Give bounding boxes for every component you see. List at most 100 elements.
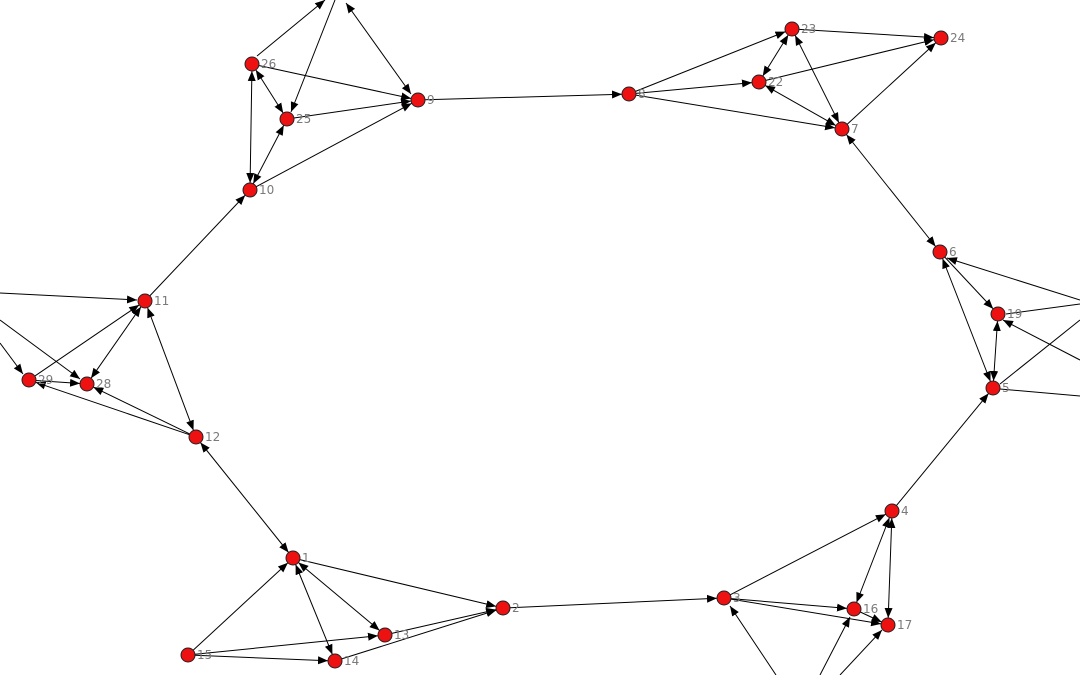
edge-offscreen [1005, 303, 1080, 315]
edge-offscreen [345, 2, 412, 95]
node-15[interactable]: 15 [180, 647, 212, 663]
node-circle[interactable] [285, 550, 301, 566]
edge-6-19 [944, 256, 994, 310]
node-circle[interactable] [880, 617, 896, 633]
node-5[interactable]: 5 [985, 380, 1010, 396]
node-9[interactable]: 9 [410, 92, 435, 108]
node-circle[interactable] [932, 244, 948, 260]
edge-13-2 [391, 607, 497, 634]
edge-3-17 [730, 598, 882, 627]
edge-16-17 [860, 611, 882, 623]
node-circle[interactable] [180, 647, 196, 663]
node-label: 1 [302, 551, 310, 565]
node-label: 26 [261, 57, 276, 71]
edge-offscreen [729, 605, 777, 675]
edge-7-24 [846, 42, 937, 125]
node-circle[interactable] [410, 92, 426, 108]
node-circle[interactable] [784, 21, 800, 37]
edge-22-23 [762, 34, 789, 77]
node-circle[interactable] [990, 306, 1006, 322]
node-label: 14 [344, 654, 359, 668]
edge-3-16 [730, 598, 848, 612]
node-16[interactable]: 16 [846, 601, 878, 617]
node-circle[interactable] [716, 590, 732, 606]
node-25[interactable]: 25 [279, 111, 311, 127]
node-circle[interactable] [244, 56, 260, 72]
node-circle[interactable] [834, 121, 850, 137]
node-circle[interactable] [137, 293, 153, 309]
edge-11-12 [147, 307, 194, 431]
node-label: 22 [768, 75, 783, 89]
edge-28-11 [90, 306, 142, 379]
node-label: 2 [512, 601, 520, 615]
node-label: 11 [154, 294, 169, 308]
node-label: 4 [901, 504, 909, 518]
node-circle[interactable] [327, 653, 343, 669]
edge-6-7 [846, 134, 936, 247]
node-10[interactable]: 10 [242, 182, 274, 198]
nodes-layer: 1234567891011121314151617192223242526282… [21, 21, 1022, 669]
node-label: 6 [949, 245, 957, 259]
edge-offscreen [946, 257, 1080, 301]
node-circle[interactable] [279, 111, 295, 127]
node-label: 10 [259, 183, 274, 197]
node-circle[interactable] [79, 376, 95, 392]
edge-7-22 [764, 84, 837, 127]
node-29[interactable]: 29 [21, 372, 53, 388]
node-6[interactable]: 6 [932, 244, 957, 260]
edge-12-29 [35, 381, 190, 436]
edge-25-9 [293, 98, 412, 119]
edge-26-25 [255, 69, 284, 114]
edge-8-7 [635, 94, 836, 131]
node-24[interactable]: 24 [933, 30, 965, 46]
node-label: 28 [96, 377, 111, 391]
node-7[interactable]: 7 [834, 121, 859, 137]
node-2[interactable]: 2 [495, 600, 520, 616]
node-circle[interactable] [188, 429, 204, 445]
node-11[interactable]: 11 [137, 293, 169, 309]
node-label: 23 [801, 22, 816, 36]
node-label: 19 [1007, 307, 1022, 321]
node-14[interactable]: 14 [327, 653, 359, 669]
edge-26-10 [246, 70, 256, 184]
node-label: 7 [851, 122, 859, 136]
node-circle[interactable] [985, 380, 1001, 396]
edge-16-4 [856, 517, 890, 603]
node-8[interactable]: 8 [621, 86, 646, 102]
node-28[interactable]: 28 [79, 376, 111, 392]
node-12[interactable]: 12 [188, 429, 220, 445]
node-4[interactable]: 4 [884, 503, 909, 519]
node-22[interactable]: 22 [751, 74, 783, 90]
node-3[interactable]: 3 [716, 590, 741, 606]
node-circle[interactable] [621, 86, 637, 102]
edge-15-1 [192, 562, 289, 651]
node-label: 29 [38, 373, 53, 387]
edge-3-4 [729, 513, 887, 596]
node-circle[interactable] [377, 627, 393, 643]
node-circle[interactable] [242, 182, 258, 198]
edge-1-2 [299, 559, 497, 608]
node-label: 17 [897, 618, 912, 632]
edge-offscreen [0, 292, 138, 304]
edge-15-13 [194, 632, 379, 655]
edge-1-12 [200, 442, 289, 553]
node-label: 3 [733, 591, 741, 605]
node-circle[interactable] [846, 601, 862, 617]
edge-offscreen [0, 342, 24, 375]
node-circle[interactable] [21, 372, 37, 388]
node-circle[interactable] [495, 600, 511, 616]
edge-26-9 [258, 65, 412, 101]
node-circle[interactable] [884, 503, 900, 519]
edge-offscreen [999, 388, 1080, 397]
node-19[interactable]: 19 [990, 306, 1022, 322]
node-label: 16 [863, 602, 878, 616]
node-13[interactable]: 13 [377, 627, 409, 643]
edge-29-11 [34, 304, 140, 377]
node-26[interactable]: 26 [244, 56, 276, 72]
edge-9-8 [424, 90, 623, 101]
node-23[interactable]: 23 [784, 21, 816, 37]
node-circle[interactable] [933, 30, 949, 46]
node-circle[interactable] [751, 74, 767, 90]
node-1[interactable]: 1 [285, 550, 310, 566]
node-17[interactable]: 17 [880, 617, 912, 633]
